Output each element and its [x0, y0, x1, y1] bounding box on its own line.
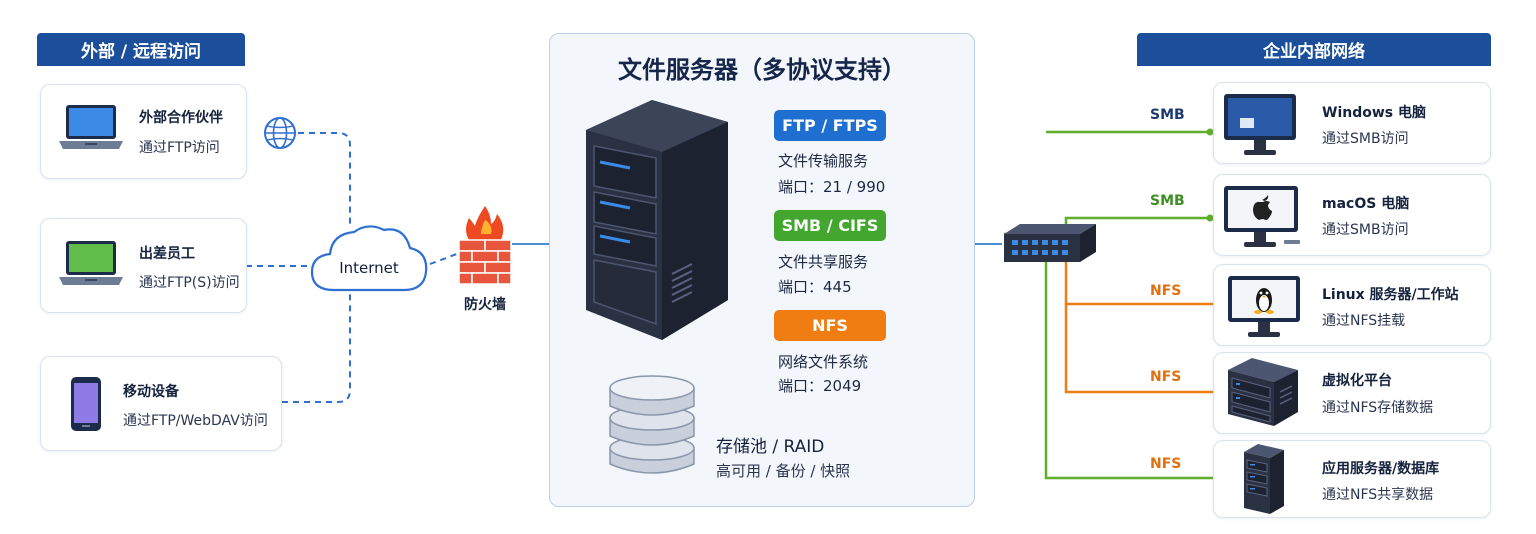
storage-title: 存储池 / RAID [716, 437, 825, 457]
linux-monitor-icon [1228, 276, 1300, 337]
protocol-desc: 文件共享服务 [778, 253, 869, 271]
conn-label-smb: SMB [1150, 193, 1185, 209]
laptop-icon [59, 241, 123, 285]
client-card-mobile[interactable]: 移动设备 通过FTP/WebDAV访问 [40, 356, 282, 451]
phone-icon [71, 377, 101, 431]
link-virtual [1064, 252, 1222, 394]
firewall-label: 防火墙 [464, 297, 506, 313]
link-switch-app [1004, 232, 1242, 480]
protocol-port: 端口：445 [778, 278, 852, 296]
protocol-port: 端口：2049 [778, 377, 862, 395]
client-title: macOS 电脑 [1322, 196, 1410, 212]
client-title: 移动设备 [123, 384, 179, 400]
client-subtitle: 通过NFS挂载 [1322, 313, 1406, 329]
internet-label: Internet [339, 259, 399, 277]
client-title: Linux 服务器/工作站 [1322, 287, 1459, 303]
client-card-partner[interactable]: 外部合作伙伴 通过FTP访问 [40, 84, 247, 179]
protocol-desc: 文件传输服务 [778, 152, 869, 170]
conn-label-smb: SMB [1150, 107, 1185, 123]
link-internet-firewall [429, 251, 463, 265]
tower-server-icon [1244, 444, 1284, 514]
network-switch-icon [1004, 224, 1096, 262]
protocol-port: 端口：21 / 990 [778, 178, 886, 196]
laptop-icon [59, 105, 123, 149]
client-title: 外部合作伙伴 [139, 110, 223, 126]
client-title: Windows 电脑 [1322, 105, 1426, 121]
apple-monitor-icon [1224, 186, 1300, 247]
internal-header: 企业内部网络 [1137, 33, 1491, 66]
conn-label-nfs: NFS [1150, 456, 1182, 472]
conn-label-nfs: NFS [1150, 283, 1182, 299]
protocol-badge-nfs: NFS [774, 310, 886, 341]
link-partner [298, 132, 351, 225]
conn-label-nfs: NFS [1150, 369, 1182, 385]
client-subtitle: 通过FTP访问 [139, 140, 220, 156]
panel-title: 文件服务器（多协议支持） [618, 56, 906, 84]
client-subtitle: 通过FTP/WebDAV访问 [123, 413, 268, 429]
protocol-badge-smb: SMB / CIFS [774, 210, 886, 241]
external-header: 外部 / 远程访问 [37, 33, 245, 66]
cloud-icon [310, 225, 428, 292]
link-mobile [282, 292, 351, 403]
windows-monitor-icon [1224, 94, 1296, 155]
globe-icon [264, 117, 296, 149]
storage-database-icon [609, 375, 695, 474]
server-tower-icon [586, 100, 728, 340]
client-subtitle: 通过SMB访问 [1322, 222, 1409, 238]
client-subtitle: 通过NFS存储数据 [1322, 400, 1434, 416]
client-card-traveler[interactable]: 出差员工 通过FTP(S)访问 [40, 218, 247, 313]
client-subtitle: 通过FTP(S)访问 [139, 275, 240, 291]
client-subtitle: 通过NFS共享数据 [1322, 487, 1434, 503]
protocol-desc: 网络文件系统 [778, 353, 869, 371]
storage-subtitle: 高可用 / 备份 / 快照 [716, 462, 851, 480]
protocol-badge-ftp: FTP / FTPS [774, 110, 886, 141]
server-rack-icon [1228, 358, 1298, 426]
client-title: 虚拟化平台 [1322, 373, 1392, 389]
firewall-icon [458, 206, 512, 285]
client-title: 出差员工 [139, 246, 195, 262]
client-subtitle: 通过SMB访问 [1322, 131, 1409, 147]
client-title: 应用服务器/数据库 [1322, 461, 1440, 477]
